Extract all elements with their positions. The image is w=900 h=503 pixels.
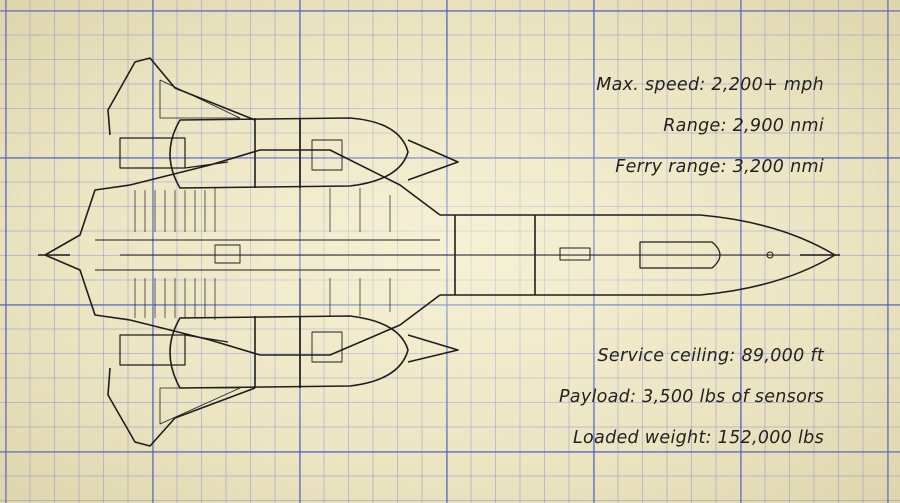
spec-payload: Payload: 3,500 lbs of sensors — [558, 387, 824, 407]
fin-upper-fill — [160, 80, 240, 118]
spec-ferry-range: Ferry range: 3,200 nmi — [615, 157, 824, 177]
fin-lower — [108, 368, 255, 446]
specs-bottom: Service ceiling: 89,000 ft Payload: 3,50… — [559, 336, 824, 459]
specs-top: Max. speed: 2,200+ mph Range: 2,900 nmi … — [596, 65, 824, 188]
wing-hatching-upper — [135, 188, 390, 232]
nacelle-lower — [170, 316, 408, 388]
wing-upper — [45, 150, 440, 255]
spec-service-ceiling: Service ceiling: 89,000 ft — [597, 346, 824, 366]
nacelle-upper — [170, 118, 408, 188]
cockpit — [640, 242, 720, 268]
spec-max-speed: Max. speed: 2,200+ mph — [596, 75, 824, 95]
fin-upper — [108, 58, 255, 135]
inlet-cone-upper — [408, 140, 458, 180]
spec-range: Range: 2,900 nmi — [663, 116, 824, 136]
inlet-cone-lower — [408, 335, 458, 362]
fin-lower-fill — [160, 388, 240, 424]
spec-loaded-weight: Loaded weight: 152,000 lbs — [572, 428, 824, 448]
wing-hatching-lower — [135, 278, 390, 320]
wing-lower — [45, 255, 440, 355]
